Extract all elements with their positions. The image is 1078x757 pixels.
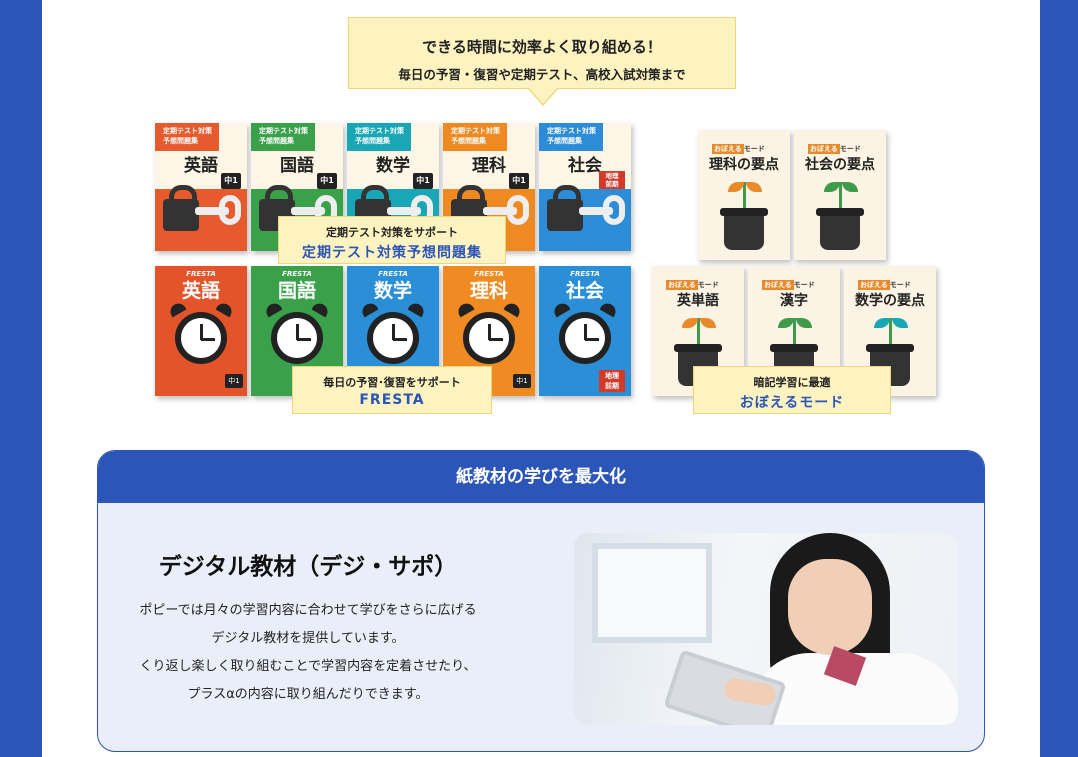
digital-line: デジタル教材を提供しています。 <box>211 631 405 646</box>
plant-pot-icon <box>816 208 864 250</box>
grade-badge: 中1 <box>513 374 531 388</box>
oboeru-book-science[interactable]: おぼえるモード 理科の要点 <box>698 130 790 260</box>
headline-line1: できる時間に効率よく取り組める！ <box>422 38 662 56</box>
grade-badge: 中1 <box>413 173 433 189</box>
alarm-clock-icon <box>463 312 515 364</box>
digital-line: プラスαの内容に取り組んだりできます。 <box>187 687 429 702</box>
fresta-label-big: FRESTA <box>359 392 425 408</box>
oboeru-label-small: 暗記学習に最適 <box>753 376 831 389</box>
alarm-clock-icon <box>367 312 419 364</box>
geography-badge: 地理 前期 <box>599 171 625 189</box>
fresta-logo: FRESTA <box>474 270 504 278</box>
yosou-book-english[interactable]: 定期テスト対策 予想問題集 英語 中1 <box>155 123 247 251</box>
grade-badge: 中1 <box>221 173 241 189</box>
yosou-label-small: 定期テスト対策をサポート <box>326 226 458 239</box>
digital-title: デジタル教材（デジ・サポ） <box>158 554 458 580</box>
grade-badge: 中1 <box>509 173 529 189</box>
yosou-book-social[interactable]: 定期テスト対策 予想問題集 社会 地理 前期 <box>539 123 631 251</box>
book-series-label: 定期テスト対策 予想問題集 <box>443 123 507 151</box>
geography-badge: 地理 前期 <box>599 370 625 392</box>
alarm-clock-icon <box>559 312 611 364</box>
book-subject: 国語 <box>280 156 314 176</box>
book-series-label: 定期テスト対策 予想問題集 <box>155 123 219 151</box>
book-subject: 英単語 <box>677 293 719 309</box>
book-subject: 英語 <box>181 280 220 302</box>
fresta-logo: FRESTA <box>570 270 600 278</box>
yosou-label-big: 定期テスト対策予想問題集 <box>302 245 482 261</box>
mode-label: おぼえるモード <box>808 144 861 154</box>
digital-line: ポピーでは月々の学習内容に合わせて学びをさらに広げる <box>139 603 477 618</box>
mode-label: おぼえるモード <box>858 280 911 290</box>
book-subject: 数学 <box>373 280 412 302</box>
book-subject: 理科 <box>469 280 508 302</box>
oboeru-label: 暗記学習に最適 おぼえるモード <box>693 366 891 414</box>
grade-badge: 中1 <box>317 173 337 189</box>
book-subject: 社会の要点 <box>805 157 875 173</box>
fresta-logo: FRESTA <box>282 270 312 278</box>
headline-bubble: できる時間に効率よく取り組める！ 毎日の予習・復習や定期テスト、高校入試対策まで <box>348 17 736 106</box>
yosou-label: 定期テスト対策をサポート 定期テスト対策予想問題集 <box>278 216 506 264</box>
book-subject: 理科 <box>472 156 506 176</box>
fresta-book-social[interactable]: FRESTA 社会 地理 前期 <box>539 266 631 396</box>
grade-badge: 中1 <box>225 374 243 388</box>
digital-panel: 紙教材の学びを最大化 デジタル教材（デジ・サポ） ポピーでは月々の学習内容に合わ… <box>97 450 985 752</box>
book-subject: 数学 <box>376 156 410 176</box>
mode-label: おぼえるモード <box>762 280 815 290</box>
fresta-logo: FRESTA <box>186 270 216 278</box>
book-series-label: 定期テスト対策 予想問題集 <box>539 123 603 151</box>
headline-line2: 毎日の予習・復習や定期テスト、高校入試対策まで <box>398 67 686 82</box>
fresta-logo: FRESTA <box>378 270 408 278</box>
alarm-clock-icon <box>271 312 323 364</box>
oboeru-label-big: おぼえるモード <box>739 395 845 411</box>
book-subject: 社会 <box>568 156 602 176</box>
digital-line: くり返し楽しく取り組むことで学習内容を定着させたり、 <box>139 659 477 674</box>
mode-label: おぼえるモード <box>666 280 719 290</box>
lock-illustration <box>155 185 247 251</box>
fresta-book-english[interactable]: FRESTA 英語 中1 <box>155 266 247 396</box>
book-subject: 英語 <box>184 156 218 176</box>
book-subject: 数学の要点 <box>855 293 925 309</box>
book-series-label: 定期テスト対策 予想問題集 <box>347 123 411 151</box>
student-tablet-photo <box>574 533 958 725</box>
plant-pot-icon <box>720 208 768 250</box>
book-subject: 国語 <box>277 280 316 302</box>
fresta-label: 毎日の予習･復習をサポート FRESTA <box>292 366 492 414</box>
book-series-label: 定期テスト対策 予想問題集 <box>251 123 315 151</box>
page-content: できる時間に効率よく取り組める！ 毎日の予習・復習や定期テスト、高校入試対策まで… <box>42 0 1040 757</box>
oboeru-book-social[interactable]: おぼえるモード 社会の要点 <box>794 130 886 260</box>
book-subject: 漢字 <box>780 293 808 309</box>
alarm-clock-icon <box>175 312 227 364</box>
lock-illustration <box>539 185 631 251</box>
digital-description: ポピーでは月々の学習内容に合わせて学びをさらに広げる デジタル教材を提供していま… <box>98 597 518 709</box>
digital-panel-header: 紙教材の学びを最大化 <box>98 451 984 503</box>
mode-label: おぼえるモード <box>712 144 765 154</box>
fresta-label-small: 毎日の予習･復習をサポート <box>323 376 461 389</box>
book-subject: 社会 <box>565 280 604 302</box>
book-subject: 理科の要点 <box>709 157 779 173</box>
